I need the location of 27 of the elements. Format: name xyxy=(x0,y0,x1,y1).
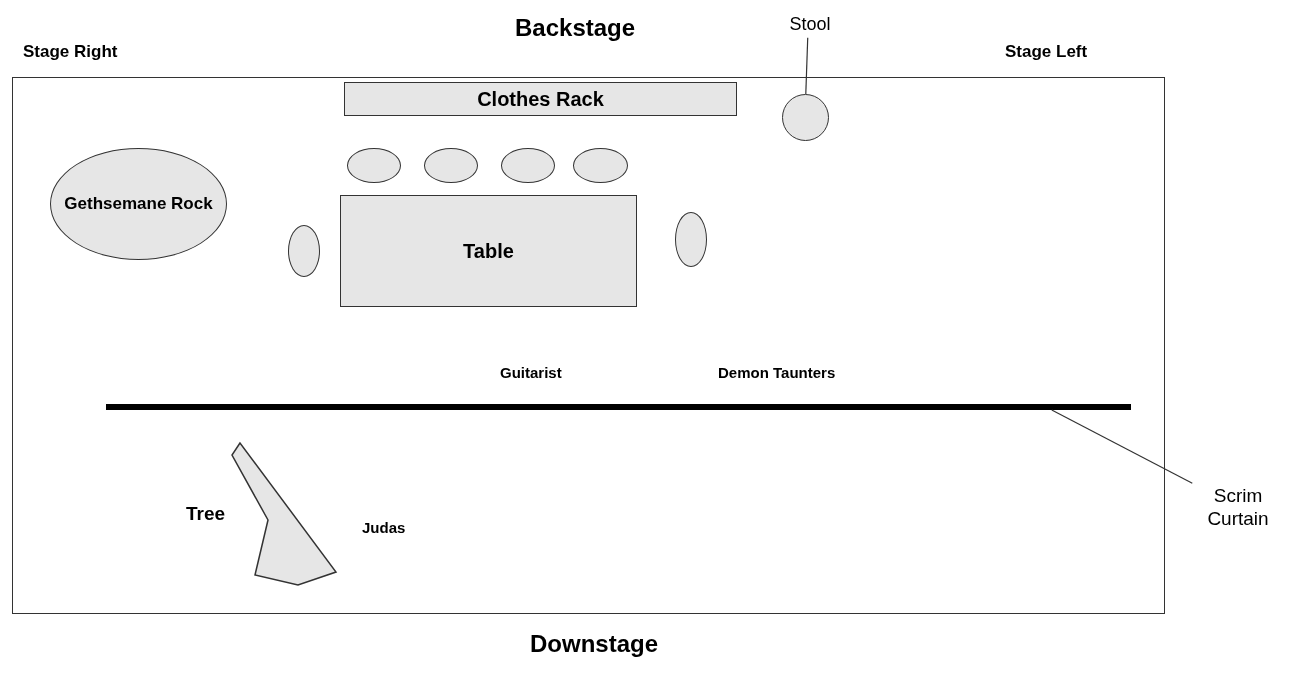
chair-oval xyxy=(424,148,478,183)
tree-shape xyxy=(230,441,338,587)
chair-oval xyxy=(288,225,320,277)
stage-label: Judas xyxy=(362,519,406,536)
leader-line xyxy=(1051,409,1193,484)
prop-box xyxy=(340,195,637,307)
chair-oval xyxy=(501,148,555,183)
tree-label: Tree xyxy=(186,503,226,525)
stage-outline xyxy=(12,77,1165,614)
stage-label: Guitarist xyxy=(500,364,562,381)
stage-direction-heading: Downstage xyxy=(530,630,658,658)
prop-label: Gethsemane Rock xyxy=(64,193,213,215)
scrim-curtain-bar xyxy=(106,404,1131,410)
chair-oval xyxy=(675,212,707,267)
chair-oval xyxy=(347,148,401,183)
stool-circle xyxy=(782,94,829,141)
stage-label: Stage Left xyxy=(1005,42,1088,62)
stage-label: Stage Right xyxy=(23,42,118,62)
prop-label: Table xyxy=(463,239,514,263)
prop-box xyxy=(344,82,737,116)
chair-oval xyxy=(573,148,628,183)
stage-direction-heading: Backstage xyxy=(515,14,636,42)
stage-label: Demon Taunters xyxy=(718,364,836,381)
annotation-text: Scrim Curtain xyxy=(1206,485,1270,531)
annotation-text: Stool xyxy=(789,14,831,36)
leader-line xyxy=(805,37,809,95)
prop-label: Clothes Rack xyxy=(477,87,604,111)
